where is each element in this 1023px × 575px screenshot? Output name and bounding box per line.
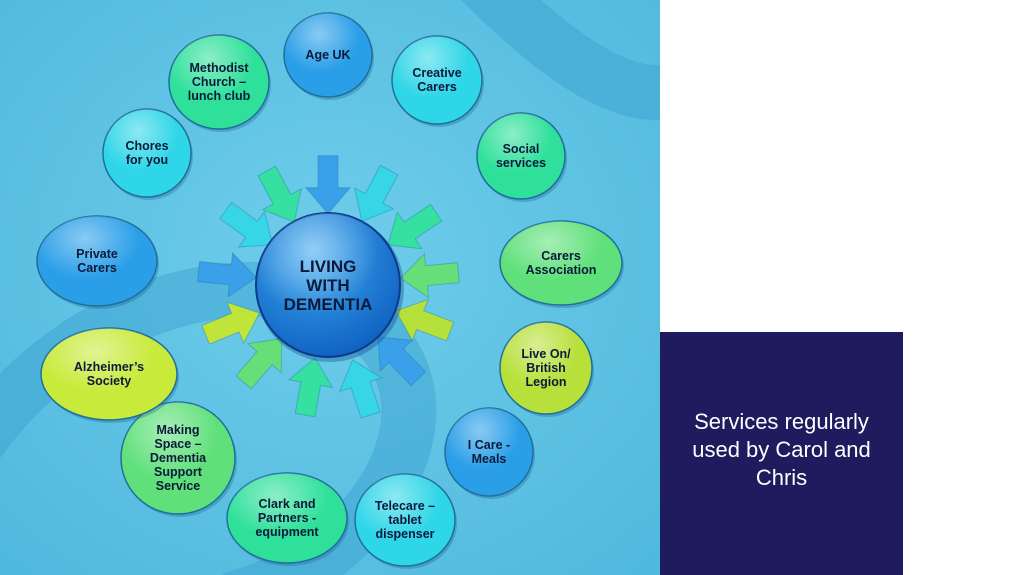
arrow-chores-for-you xyxy=(219,201,274,248)
caption-line: used by Carol and xyxy=(692,437,871,462)
arrow-methodist-church xyxy=(257,165,303,223)
node-live-on-british-legion xyxy=(499,321,594,417)
caption-box: Services regularly used by Carol and Chr… xyxy=(660,332,903,575)
node-telecare xyxy=(354,473,457,569)
node-i-care-meals xyxy=(444,407,535,499)
arrow-i-care-meals xyxy=(377,336,427,387)
node-chores-for-you xyxy=(102,108,193,200)
arrow-telecare xyxy=(338,359,383,419)
node-methodist-church xyxy=(168,34,271,132)
arrow-making-space xyxy=(235,337,283,390)
node-clark-and-partners xyxy=(226,472,349,566)
arrow-social-services xyxy=(387,203,443,250)
node-making-space xyxy=(120,401,237,517)
node-carers-association xyxy=(499,220,624,308)
node-creative-carers xyxy=(391,35,484,127)
arrow-carers-association xyxy=(399,252,460,299)
caption-line: Services regularly xyxy=(694,409,869,434)
caption: Services regularly used by Carol and Chr… xyxy=(660,408,903,492)
arrows xyxy=(196,155,460,419)
arrow-live-on-british-legion xyxy=(395,298,455,342)
arrow-alzheimers-society xyxy=(201,301,261,345)
arrow-clark-and-partners xyxy=(287,357,334,418)
node-alzheimers-society xyxy=(40,327,179,423)
service-nodes xyxy=(36,12,624,569)
arrow-private-carers xyxy=(196,251,257,298)
arrow-age-uk xyxy=(304,155,352,215)
center-node xyxy=(255,212,404,362)
arrow-creative-carers xyxy=(353,164,399,222)
node-age-uk xyxy=(283,12,374,100)
node-social-services xyxy=(476,112,567,202)
diagram-canvas xyxy=(0,0,660,575)
caption-line: Chris xyxy=(755,465,808,490)
node-private-carers xyxy=(36,215,159,309)
